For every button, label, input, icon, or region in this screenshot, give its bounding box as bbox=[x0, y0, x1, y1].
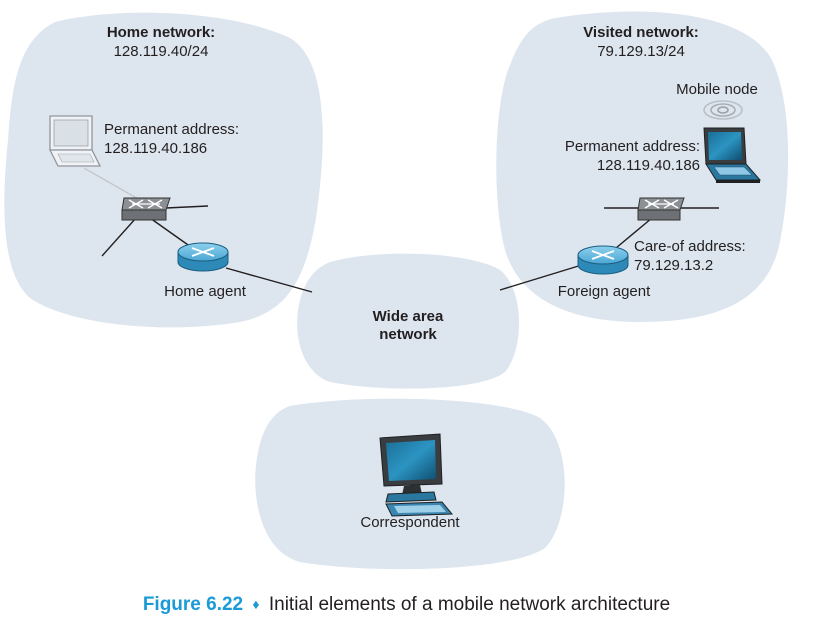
home-router-wan-link bbox=[225, 267, 313, 293]
wireless-signal-icon bbox=[703, 100, 743, 120]
foreign-router-wan-link bbox=[499, 263, 586, 291]
home-agent-router-icon bbox=[177, 242, 229, 272]
wan-label-line1: Wide area bbox=[373, 308, 444, 325]
wan-cloud bbox=[297, 253, 520, 389]
home-agent-label: Home agent bbox=[164, 283, 247, 300]
correspondent-label: Correspondent bbox=[360, 514, 460, 531]
caption-separator: ♦ bbox=[252, 596, 260, 612]
mobile-node-laptop-icon bbox=[703, 127, 762, 183]
home-permanent-address-value: 128.119.40.186 bbox=[104, 140, 207, 157]
visited-switch-router-link bbox=[615, 217, 653, 249]
visited-network-cloud bbox=[496, 11, 789, 322]
home-switch-link-left bbox=[101, 217, 137, 257]
figure-number: Figure 6.22 bbox=[142, 594, 244, 615]
care-of-address-label: Care-of address: bbox=[634, 238, 746, 255]
home-laptop-icon bbox=[48, 115, 102, 167]
home-network-cloud bbox=[4, 12, 323, 328]
visited-permanent-address-value: 128.119.40.186 bbox=[597, 157, 700, 174]
foreign-agent-label: Foreign agent bbox=[558, 283, 651, 300]
figure-caption: Figure 6.22 ♦ Initial elements of a mobi… bbox=[0, 594, 813, 616]
visited-network-subnet: 79.129.13/24 bbox=[597, 43, 685, 60]
home-laptop-link bbox=[83, 167, 141, 201]
home-network-subnet: 128.119.40/24 bbox=[114, 43, 209, 60]
correspondent-computer-icon bbox=[379, 433, 454, 517]
visited-network-title: Visited network: bbox=[583, 24, 699, 41]
wan-label-line2: network bbox=[379, 326, 437, 343]
foreign-agent-router-icon bbox=[577, 245, 629, 275]
network-diagram: Home network: 128.119.40/24 Permanent ad… bbox=[4, 11, 789, 570]
visited-permanent-address-label: Permanent address: bbox=[565, 138, 700, 155]
mobile-node-label: Mobile node bbox=[676, 81, 758, 98]
caption-text: Initial elements of a mobile network arc… bbox=[268, 594, 671, 615]
visited-switch-icon bbox=[637, 197, 685, 221]
home-switch-link-right bbox=[165, 205, 209, 209]
home-network-title: Home network: bbox=[107, 24, 215, 41]
home-permanent-address-label: Permanent address: bbox=[104, 121, 239, 138]
care-of-address-value: 79.129.13.2 bbox=[634, 257, 713, 274]
home-switch-icon bbox=[121, 197, 171, 221]
